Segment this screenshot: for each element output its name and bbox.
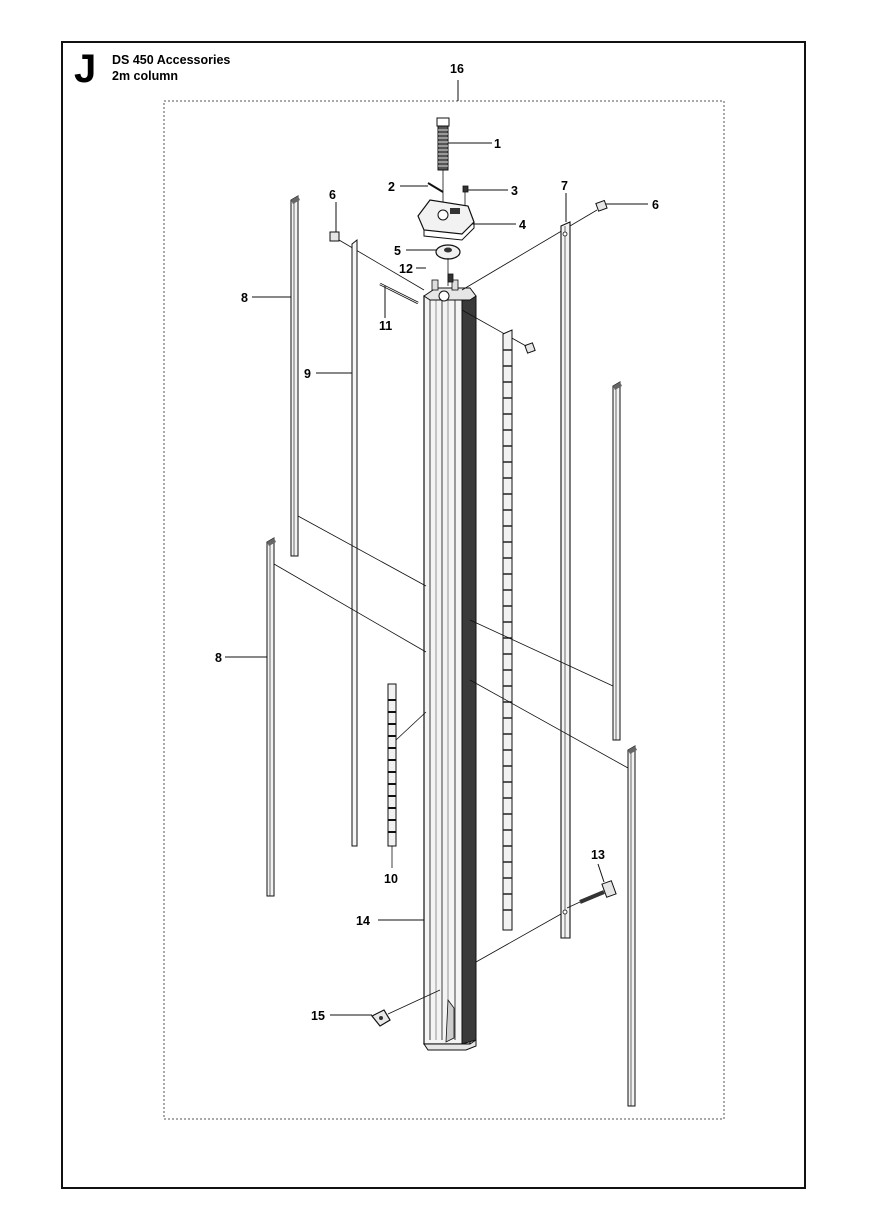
part-1-bolt <box>436 117 450 212</box>
callout-7: 7 <box>561 179 568 193</box>
part-6-screw-left <box>329 231 425 291</box>
part-12-bolt <box>447 273 454 283</box>
part-8-right-lower-strip <box>627 745 637 1107</box>
callout-4: 4 <box>519 218 526 232</box>
section-letter: J <box>74 47 97 91</box>
callout-6-right: 6 <box>652 198 659 212</box>
callout-13: 13 <box>591 848 605 862</box>
part-4-top-plate <box>417 199 475 241</box>
part-9-strip <box>351 238 358 847</box>
callout-11: 11 <box>379 319 392 333</box>
part-6-screw-right <box>461 199 608 291</box>
page-frame <box>61 41 806 1189</box>
part-6-screw-mid <box>461 309 536 354</box>
part-2-pin <box>427 182 444 193</box>
callout-16: 16 <box>450 62 464 76</box>
callout-2: 2 <box>388 180 395 194</box>
title-line-1: DS 450 Accessories <box>112 53 231 67</box>
page-title: DS 450 Accessories 2m column <box>112 52 230 84</box>
part-11-rod <box>379 282 419 305</box>
callout-14: 14 <box>356 914 370 928</box>
part-10-rack <box>387 683 397 868</box>
assembly-boundary <box>163 100 725 1120</box>
part-13-bolt <box>566 880 617 909</box>
part-7-flat-bar <box>560 221 571 939</box>
callout-12: 12 <box>399 262 413 276</box>
leader-lines <box>225 142 648 1016</box>
assembly-guide-lines <box>273 515 629 963</box>
part-14-column <box>423 279 477 1051</box>
part-5-nut <box>435 244 461 286</box>
callout-8-lower: 8 <box>215 651 222 665</box>
part-8-right-upper-strip <box>612 381 622 741</box>
callout-5: 5 <box>394 244 401 258</box>
part-8-lower-left-strip <box>266 537 276 897</box>
title-line-2: 2m column <box>112 69 178 83</box>
part-15-end-pad <box>371 989 441 1027</box>
callout-1: 1 <box>494 137 501 151</box>
callout-3: 3 <box>511 184 518 198</box>
callout-6-left: 6 <box>329 188 336 202</box>
callout-8-upper: 8 <box>241 291 248 305</box>
callout-9: 9 <box>304 367 311 381</box>
part-8-upper-left-strip <box>290 195 300 557</box>
callout-15: 15 <box>311 1009 325 1023</box>
callout-10: 10 <box>384 872 398 886</box>
long-rack <box>502 329 513 931</box>
